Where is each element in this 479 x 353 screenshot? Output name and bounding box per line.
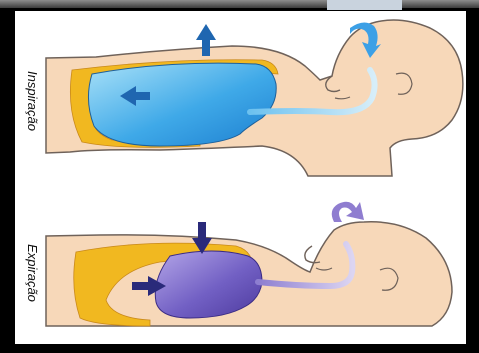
expiration-panel: Expiração — [25, 202, 452, 326]
inspiration-panel: Inspiração — [25, 20, 463, 176]
inspiration-label: Inspiração — [25, 71, 40, 131]
expiration-label: Expiração — [25, 244, 40, 302]
expiration-exhale-arrow-icon — [332, 202, 364, 222]
